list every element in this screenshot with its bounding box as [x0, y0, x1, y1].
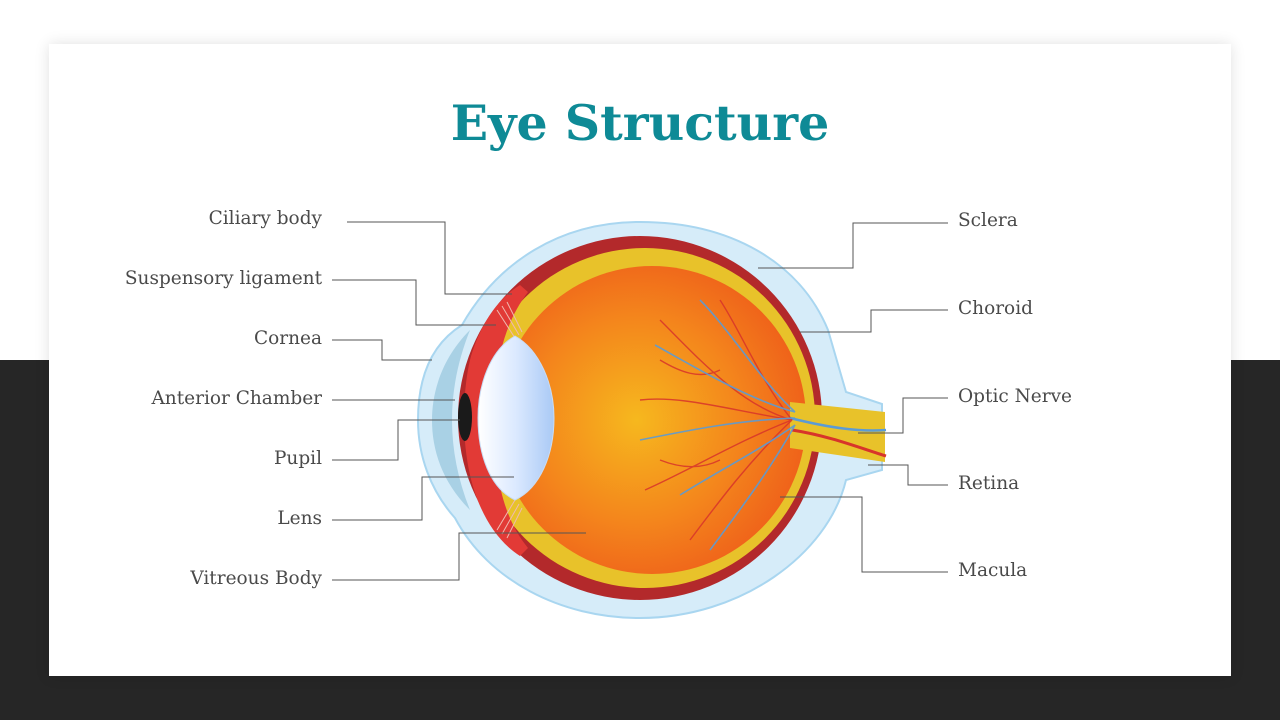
leader-line-ciliary-body	[347, 221, 512, 295]
red-vessels	[639, 299, 793, 541]
label-anterior-chamber: Anterior Chamber	[151, 388, 322, 409]
label-lens: Lens	[277, 508, 322, 529]
label-sclera: Sclera	[958, 210, 1018, 231]
label-cornea: Cornea	[253, 328, 322, 349]
label-retina: Retina	[958, 473, 1020, 494]
ciliary-body-shape	[464, 285, 528, 556]
leader-line-optic-nerve	[858, 397, 948, 434]
leader-lines	[332, 221, 948, 581]
suspensory-ligament-shape	[496, 301, 523, 539]
optic-artery	[791, 428, 887, 458]
leader-line-cornea	[332, 339, 432, 361]
label-macula: Macula	[958, 560, 1028, 581]
label-choroid: Choroid	[958, 298, 1033, 319]
leader-line-sclera	[758, 222, 948, 269]
label-ciliary-body: Ciliary body	[208, 208, 322, 229]
leader-line-macula	[780, 496, 948, 573]
leader-line-vitreous-body	[332, 532, 586, 581]
label-vitreous-body: Vitreous Body	[190, 568, 322, 589]
pupil-shape	[458, 393, 472, 441]
label-optic-nerve: Optic Nerve	[958, 386, 1072, 407]
leader-line-choroid	[800, 309, 948, 333]
leader-line-retina	[868, 464, 948, 486]
optic-vein	[789, 416, 887, 432]
vitreous-body-shape	[498, 266, 806, 574]
leader-line-lens	[332, 476, 514, 521]
lens-shape	[477, 335, 555, 501]
blue-vessels	[639, 299, 796, 551]
label-pupil: Pupil	[273, 448, 322, 469]
label-suspensory-ligament: Suspensory ligament	[124, 268, 322, 289]
leader-line-suspensory-ligament	[332, 279, 496, 326]
leader-line-pupil	[332, 419, 460, 461]
slide-title: Eye Structure	[450, 94, 830, 152]
